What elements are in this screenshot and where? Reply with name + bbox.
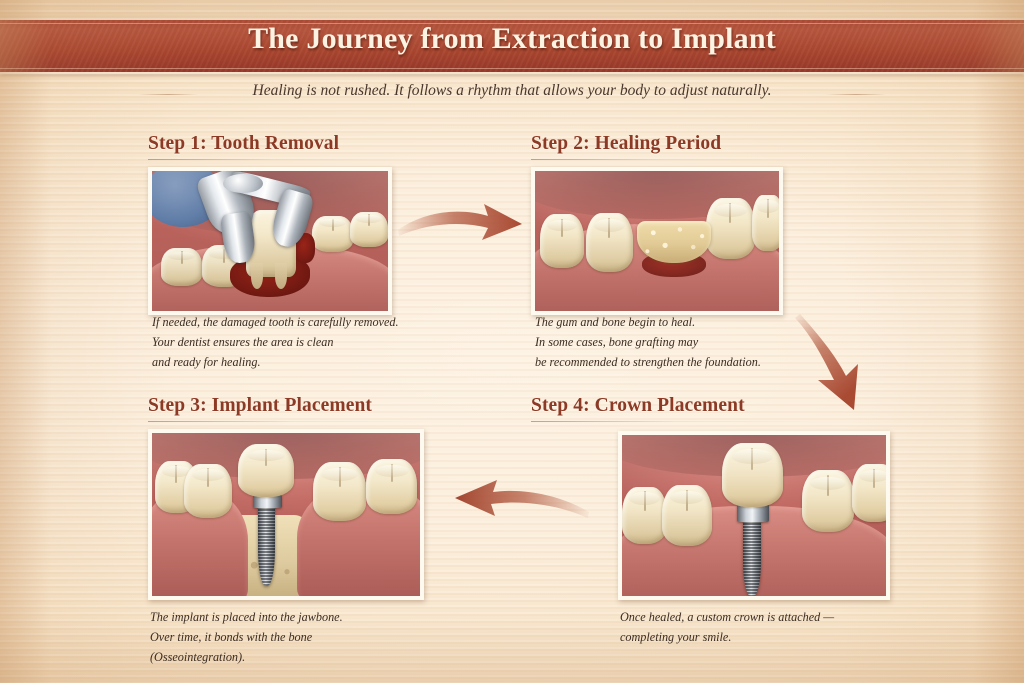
step-1-caption-line-2: Your dentist ensures the area is clean xyxy=(152,334,334,349)
arrow-step2-to-step4-icon xyxy=(795,314,858,410)
adjacent-tooth-left-far xyxy=(539,214,584,268)
adjacent-tooth-right xyxy=(705,197,755,260)
adjacent-tooth-left xyxy=(184,463,233,518)
step-3-title: Step 3: Implant Placement xyxy=(148,395,373,416)
step-2-caption-line-1: The gum and bone begin to heal. xyxy=(535,315,696,329)
step-1-caption-line-3: and ready for healing. xyxy=(152,354,261,369)
adjacent-tooth-right xyxy=(801,470,855,532)
title-band xyxy=(0,18,1024,74)
arrow-step4-to-step3-icon xyxy=(455,480,589,518)
subtitle-rule-left xyxy=(138,94,198,95)
step-4-rule xyxy=(531,421,821,422)
step-2-caption: The gum and bone begin to heal. In some … xyxy=(535,313,761,372)
step-1-rule xyxy=(148,159,398,160)
adjacent-tooth-left xyxy=(586,213,633,272)
step-1-photo xyxy=(148,167,392,315)
adjacent-tooth-right-far xyxy=(752,194,779,251)
step-4-title: Step 4: Crown Placement xyxy=(531,395,745,416)
adjacent-tooth-left-far xyxy=(622,486,667,545)
adjacent-tooth-left-far xyxy=(161,248,202,286)
step-4-photo xyxy=(618,431,890,600)
bone-graft-material xyxy=(637,221,711,264)
implant-abutment-collar xyxy=(252,494,282,508)
step-2-rule xyxy=(531,159,791,160)
adjacent-tooth-left xyxy=(661,484,712,547)
step-2-block: Step 2: Healing Period xyxy=(531,133,791,160)
band-highlight-bottom xyxy=(0,68,1024,69)
adjacent-tooth-right xyxy=(312,462,367,521)
tooth-root-distal xyxy=(274,263,287,289)
step-4-caption: Once healed, a custom crown is attached … xyxy=(620,608,834,648)
adjacent-tooth-right xyxy=(312,215,353,253)
step-4-image-crown xyxy=(622,435,886,596)
adjacent-tooth-right-far xyxy=(366,459,418,515)
step-3-rule xyxy=(148,421,438,422)
step-3-image-implant xyxy=(152,433,420,596)
step-3-caption-line-1: The implant is placed into the jawbone. xyxy=(150,610,343,624)
page-subtitle: Healing is not rushed. It follows a rhyt… xyxy=(252,82,772,99)
step-3-block: Step 3: Implant Placement xyxy=(148,395,438,422)
step-1-block: Step 1: Tooth Removal xyxy=(148,133,398,160)
final-crown xyxy=(722,443,784,508)
implant-screw-post xyxy=(257,504,276,587)
band-highlight-top xyxy=(0,23,1024,24)
implant-screw-post xyxy=(743,518,761,596)
adjacent-tooth-right-far xyxy=(851,463,886,522)
subtitle-rule-right xyxy=(826,94,886,95)
step-3-photo xyxy=(148,429,424,600)
tooth-root-mesial xyxy=(251,263,263,289)
step-1-caption: If needed, the damaged tooth is carefull… xyxy=(152,313,399,372)
adjacent-tooth-right-far xyxy=(350,211,388,247)
forceps-hinge-pin xyxy=(222,173,263,194)
step-3-caption-line-3: (Osseointegration). xyxy=(150,649,246,664)
step-4-caption-line-2: completing your smile. xyxy=(620,629,732,644)
step-4-block: Step 4: Crown Placement xyxy=(531,395,821,422)
implant-abutment-collar xyxy=(736,504,769,522)
step-2-caption-line-3: be recommended to strengthen the foundat… xyxy=(535,354,761,369)
implant-crown xyxy=(237,444,295,497)
step-3-caption-line-2: Over time, it bonds with the bone xyxy=(150,629,313,644)
arrow-step1-to-step2-icon xyxy=(398,204,522,240)
step-1-caption-line-1: If needed, the damaged tooth is carefull… xyxy=(152,315,399,329)
step-2-photo xyxy=(531,167,783,315)
step-4-caption-line-1: Once healed, a custom crown is attached … xyxy=(620,610,835,624)
step-2-image-healing xyxy=(535,171,779,311)
step-1-title: Step 1: Tooth Removal xyxy=(148,133,340,154)
step-2-caption-line-2: In some cases, bone grafting may xyxy=(535,334,699,349)
step-3-caption: The implant is placed into the jawbone. … xyxy=(150,608,343,667)
page-title: The Journey from Extraction to Implant xyxy=(248,22,776,55)
step-1-image-extraction xyxy=(152,171,388,311)
step-2-title: Step 2: Healing Period xyxy=(531,133,722,154)
